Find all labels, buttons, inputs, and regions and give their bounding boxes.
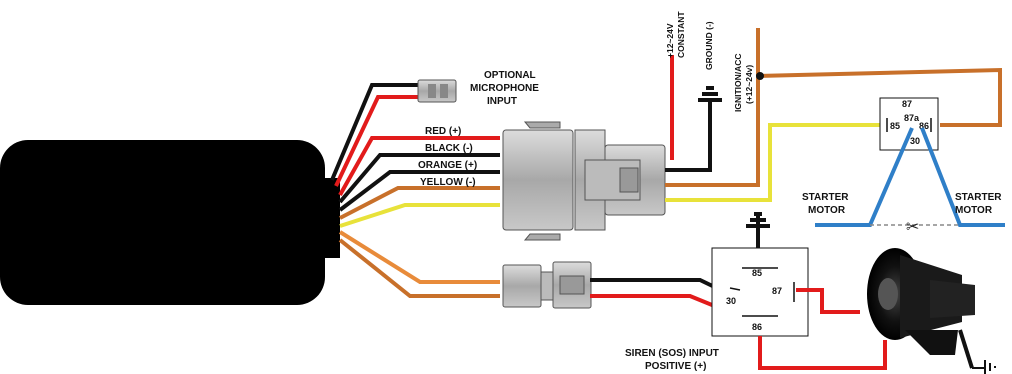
label-optional-mic-1: OPTIONAL [484,70,536,81]
label-ignition-1: IGNITION/ACC [733,53,743,112]
siren-connector [502,261,592,309]
relay-bottom-30: 30 [726,296,736,306]
siren-icon [867,248,975,355]
relay-bottom-86: 86 [752,322,762,332]
wires-out [665,55,880,202]
label-yellow: YELLOW (-) [420,177,476,188]
tracker-device [0,140,340,305]
relay-top-87a: 87a [904,113,920,123]
relay-top-30: 30 [910,136,920,146]
relay-bottom-85: 85 [752,268,762,278]
microphone-connector [417,79,457,103]
junction-dot [756,72,764,80]
label-ground: GROUND (-) [704,21,714,70]
siren-output-wires [758,288,974,370]
label-constant-1: +12~24V [665,23,675,58]
main-connector [502,121,666,241]
label-orange: ORANGE (+) [418,160,477,171]
label-optional-mic-3: INPUT [487,96,517,107]
wires-bottom-relay [590,278,730,307]
wires-main [338,136,500,228]
label-starter-right-1: STARTER [955,192,1002,203]
relay-top-86: 86 [919,121,929,131]
label-siren-2: POSITIVE (+) [645,361,706,372]
scissors-icon: ✂ [906,217,919,236]
relay-top-87: 87 [902,99,912,109]
ground-icon [698,86,722,112]
label-red: RED (+) [425,126,461,137]
label-ignition-2: (+12~24v) [744,65,754,104]
starter-cut: ✂ [870,217,960,236]
label-starter-left-1: STARTER [802,192,849,203]
siren-ground-icon [972,360,996,374]
label-starter-left-2: MOTOR [808,205,846,216]
label-optional-mic-2: MICROPHONE [470,83,539,94]
wires-microphone [330,83,420,187]
relay-top-85: 85 [890,121,900,131]
relay-bottom-87: 87 [772,286,782,296]
relay-bottom [711,247,809,337]
label-constant-2: CONSTANT [676,11,686,58]
wires-siren [338,230,500,298]
label-black: BLACK (-) [425,143,473,154]
ignition-wire [756,28,1002,127]
label-starter-right-2: MOTOR [955,205,993,216]
label-siren-1: SIREN (SOS) INPUT [625,348,719,359]
